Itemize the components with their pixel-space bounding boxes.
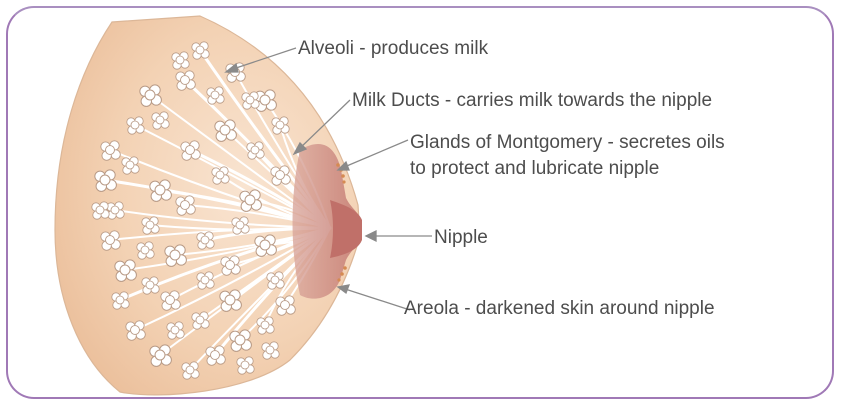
alveoli-cluster	[165, 245, 187, 267]
alveoli-cluster	[240, 190, 262, 212]
alveoli-cluster	[247, 142, 264, 159]
alveoli-cluster	[122, 157, 139, 174]
label-montgomery-line1: Glands of Montgomery - secretes oils	[410, 132, 725, 153]
alveoli-cluster	[167, 322, 184, 339]
alveoli-cluster	[192, 312, 209, 329]
alveoli-cluster	[152, 112, 169, 129]
alveoli-cluster	[95, 170, 117, 192]
label-montgomery-line2: to protect and lubricate nipple	[410, 158, 659, 179]
alveoli-cluster	[212, 167, 229, 184]
alveoli-cluster	[232, 217, 249, 234]
alveoli-cluster	[197, 272, 214, 289]
label-nipple: Nipple	[434, 227, 488, 248]
alveoli-cluster	[207, 87, 224, 104]
alveoli-cluster	[255, 235, 277, 257]
alveoli-cluster	[150, 180, 172, 202]
alveoli-cluster	[112, 292, 129, 309]
alveoli-cluster	[126, 321, 145, 340]
alveoli-cluster	[230, 330, 252, 352]
label-areola: Areola - darkened skin around nipple	[404, 298, 715, 319]
alveoli-cluster	[101, 231, 120, 250]
alveoli-cluster	[101, 141, 120, 160]
alveoli-cluster	[92, 202, 109, 219]
alveoli-cluster	[140, 85, 162, 107]
alveoli-cluster	[142, 277, 159, 294]
alveoli-cluster	[182, 362, 199, 379]
alveoli-cluster	[221, 256, 240, 275]
alveoli-cluster	[197, 232, 214, 249]
alveoli-cluster	[215, 120, 237, 142]
alveoli-cluster	[176, 71, 195, 90]
alveoli-cluster	[192, 42, 209, 59]
alveoli-cluster	[257, 317, 274, 334]
label-milk-ducts: Milk Ducts - carries milk towards the ni…	[352, 90, 712, 111]
alveoli-cluster	[237, 357, 254, 374]
alveoli-cluster	[276, 296, 295, 315]
alveoli-cluster	[107, 202, 124, 219]
alveoli-cluster	[161, 291, 180, 310]
alveoli-cluster	[142, 217, 159, 234]
alveoli-cluster	[181, 141, 200, 160]
alveoli-cluster	[271, 166, 290, 185]
alveoli-cluster	[242, 92, 259, 109]
alveoli-cluster	[172, 52, 189, 69]
alveoli-cluster	[115, 260, 137, 282]
alveoli-cluster	[267, 272, 284, 289]
alveoli-cluster	[206, 346, 225, 365]
alveoli-cluster	[272, 117, 289, 134]
alveoli-cluster	[220, 290, 242, 312]
label-alveoli: Alveoli - produces milk	[298, 38, 489, 59]
alveoli-cluster	[137, 242, 154, 259]
alveoli-cluster	[127, 117, 144, 134]
alveoli-cluster	[150, 345, 172, 367]
alveoli-cluster	[176, 196, 195, 215]
alveoli-cluster	[262, 342, 279, 359]
